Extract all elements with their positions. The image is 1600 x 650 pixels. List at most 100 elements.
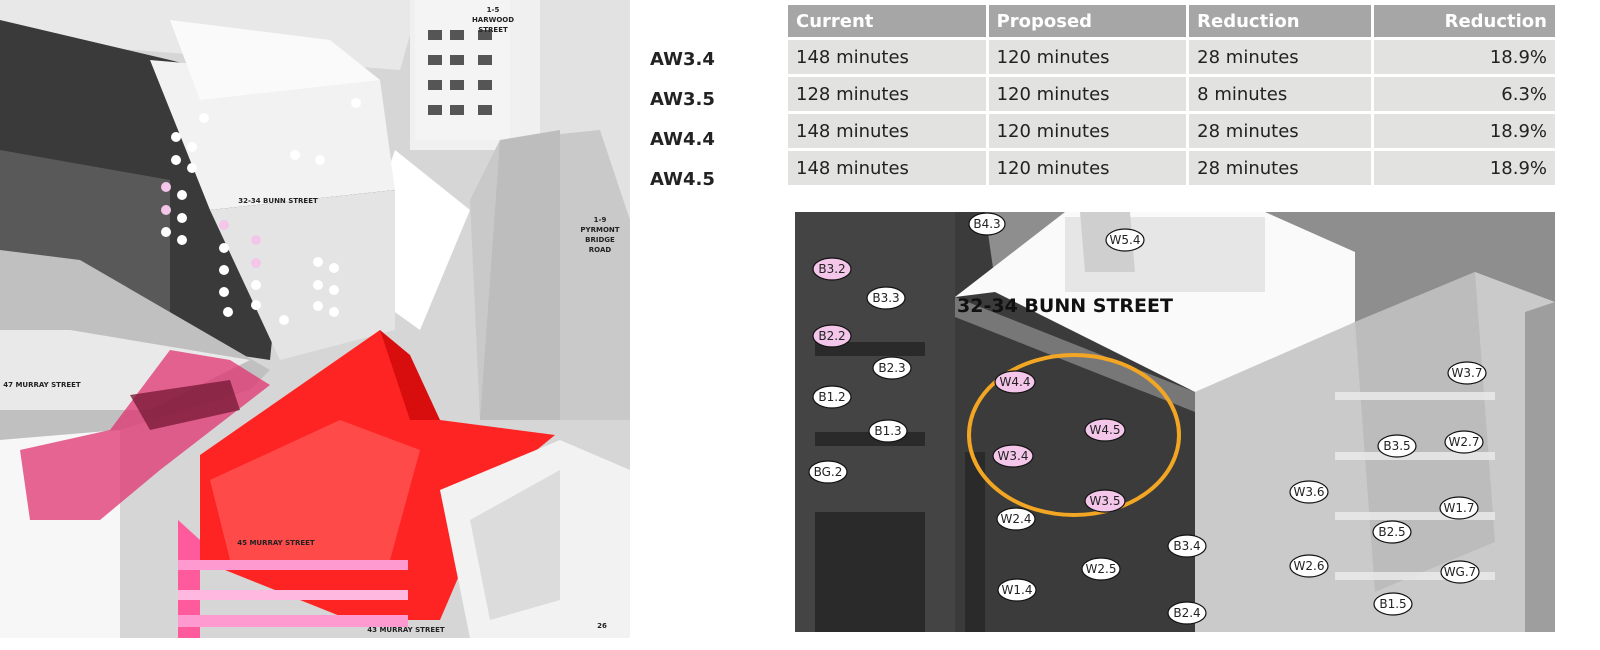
label-pyrmont-line2: PYRMONT	[580, 226, 619, 234]
window-tag: B3.2	[812, 257, 852, 281]
window-tag: W4.5	[1084, 418, 1126, 442]
row-label: AW4.5	[650, 169, 715, 190]
window-tag: W3.5	[1084, 489, 1126, 513]
svg-text:B2.2: B2.2	[818, 329, 845, 343]
detail-building-label: 32-34 BUNN STREET	[957, 295, 1173, 317]
window-tag: W4.4	[994, 370, 1036, 394]
window-tag: B3.5	[1377, 434, 1417, 458]
overview-diagram: 1-5 HARWOOD STREET 1-9 PYRMONT BRIDGE RO…	[0, 0, 630, 638]
svg-text:B3.4: B3.4	[1173, 539, 1200, 553]
window-tag: WG.7	[1440, 560, 1480, 584]
svg-text:W3.7: W3.7	[1452, 366, 1483, 380]
label-47-murray: 47 MURRAY STREET	[3, 381, 81, 389]
window-tag: W1.7	[1439, 496, 1479, 520]
window-tag: W2.6	[1289, 554, 1329, 578]
detail-drawing: 32-34 BUNN STREET B4.3 W5.4 B3.2 B3.3 B2…	[795, 212, 1555, 632]
svg-text:B2.3: B2.3	[878, 361, 905, 375]
row-label: AW3.4	[650, 49, 715, 70]
svg-text:W3.5: W3.5	[1090, 494, 1121, 508]
window-tag: W3.7	[1447, 361, 1487, 385]
window-tag: B2.2	[812, 324, 852, 348]
detail-diagram: 32-34 BUNN STREET B4.3 W5.4 B3.2 B3.3 B2…	[795, 212, 1555, 632]
header-proposed: Proposed	[988, 5, 1187, 37]
svg-text:B3.2: B3.2	[818, 262, 845, 276]
cell-proposed: 120 minutes	[988, 151, 1187, 185]
window-tag: B2.3	[872, 356, 912, 380]
svg-text:BG.2: BG.2	[814, 465, 843, 479]
label-harwood-line1: 1-5	[487, 6, 500, 14]
cell-reduction: 28 minutes	[1189, 114, 1371, 148]
murray43-building	[178, 520, 200, 638]
window-tag: B1.5	[1373, 592, 1413, 616]
label-pyrmont-line4: ROAD	[589, 246, 612, 254]
svg-text:W1.7: W1.7	[1444, 501, 1475, 515]
cell-percent: 18.9%	[1373, 151, 1555, 185]
window-tag: B1.2	[812, 385, 852, 409]
header-reduction: Reduction	[1189, 5, 1371, 37]
cell-proposed: 120 minutes	[988, 40, 1187, 74]
window-tag: W3.4	[992, 444, 1034, 468]
highlight-circle	[967, 353, 1181, 517]
page-number: 26	[597, 622, 607, 630]
cell-proposed: 120 minutes	[988, 114, 1187, 148]
table-row: 148 minutes 120 minutes 28 minutes 18.9%	[788, 114, 1555, 148]
svg-text:B3.5: B3.5	[1383, 439, 1410, 453]
window-tag: W5.4	[1105, 228, 1145, 252]
window-tags: B4.3 W5.4 B3.2 B3.3 B2.2 B2.3 B1.2 B1.3 …	[808, 212, 1487, 625]
svg-text:W4.5: W4.5	[1090, 423, 1121, 437]
sunlight-reduction-table: Current Proposed Reduction Reduction 148…	[785, 2, 1558, 188]
svg-text:B4.3: B4.3	[973, 217, 1000, 231]
window-tag: W2.4	[996, 507, 1036, 531]
cell-reduction: 8 minutes	[1189, 77, 1371, 111]
svg-text:W2.6: W2.6	[1294, 559, 1325, 573]
cell-current: 128 minutes	[788, 77, 986, 111]
table-row: 128 minutes 120 minutes 8 minutes 6.3%	[788, 77, 1555, 111]
label-pyrmont-line1: 1-9	[594, 216, 607, 224]
label-bunn-street: 32-34 BUNN STREET	[238, 197, 318, 205]
label-harwood-line2: HARWOOD	[472, 16, 514, 24]
svg-text:B1.2: B1.2	[818, 390, 845, 404]
cell-percent: 6.3%	[1373, 77, 1555, 111]
svg-text:W5.4: W5.4	[1110, 233, 1141, 247]
window-tag: B4.3	[968, 212, 1006, 236]
overview-drawing: 1-5 HARWOOD STREET 1-9 PYRMONT BRIDGE RO…	[0, 0, 630, 638]
header-current: Current	[788, 5, 986, 37]
svg-text:W3.4: W3.4	[998, 449, 1029, 463]
label-43-murray: 43 MURRAY STREET	[367, 626, 445, 634]
window-tag: B2.5	[1372, 520, 1412, 544]
cell-proposed: 120 minutes	[988, 77, 1187, 111]
table-row: 148 minutes 120 minutes 28 minutes 18.9%	[788, 151, 1555, 185]
svg-text:W2.4: W2.4	[1001, 512, 1032, 526]
header-reduction-percent: Reduction	[1373, 5, 1555, 37]
svg-text:W2.7: W2.7	[1449, 435, 1480, 449]
svg-text:B2.5: B2.5	[1378, 525, 1405, 539]
cell-current: 148 minutes	[788, 40, 986, 74]
svg-text:B2.4: B2.4	[1173, 606, 1200, 620]
label-pyrmont-line3: BRIDGE	[585, 236, 615, 244]
window-tag: W2.5	[1081, 557, 1121, 581]
svg-text:WG.7: WG.7	[1444, 565, 1477, 579]
svg-text:B1.3: B1.3	[874, 424, 901, 438]
svg-text:W1.4: W1.4	[1002, 583, 1033, 597]
window-tag: B3.3	[866, 286, 906, 310]
cell-percent: 18.9%	[1373, 40, 1555, 74]
cell-reduction: 28 minutes	[1189, 151, 1371, 185]
cell-percent: 18.9%	[1373, 114, 1555, 148]
svg-text:B3.3: B3.3	[872, 291, 899, 305]
window-tag: W2.7	[1444, 430, 1484, 454]
window-tag: W3.6	[1289, 480, 1329, 504]
row-labels: AW3.4 AW3.5 AW4.4 AW4.5	[650, 40, 780, 200]
cell-current: 148 minutes	[788, 114, 986, 148]
overview-window-markers	[161, 98, 361, 325]
window-tag: B2.4	[1167, 601, 1207, 625]
window-tag: B1.3	[868, 419, 908, 443]
window-tag: BG.2	[808, 460, 848, 484]
row-label: AW4.4	[650, 129, 715, 150]
row-label: AW3.5	[650, 89, 715, 110]
label-harwood-line3: STREET	[478, 26, 508, 34]
svg-text:B1.5: B1.5	[1379, 597, 1406, 611]
cell-reduction: 28 minutes	[1189, 40, 1371, 74]
table-header-row: Current Proposed Reduction Reduction	[788, 5, 1555, 37]
window-tag: B3.4	[1167, 534, 1207, 558]
cell-current: 148 minutes	[788, 151, 986, 185]
